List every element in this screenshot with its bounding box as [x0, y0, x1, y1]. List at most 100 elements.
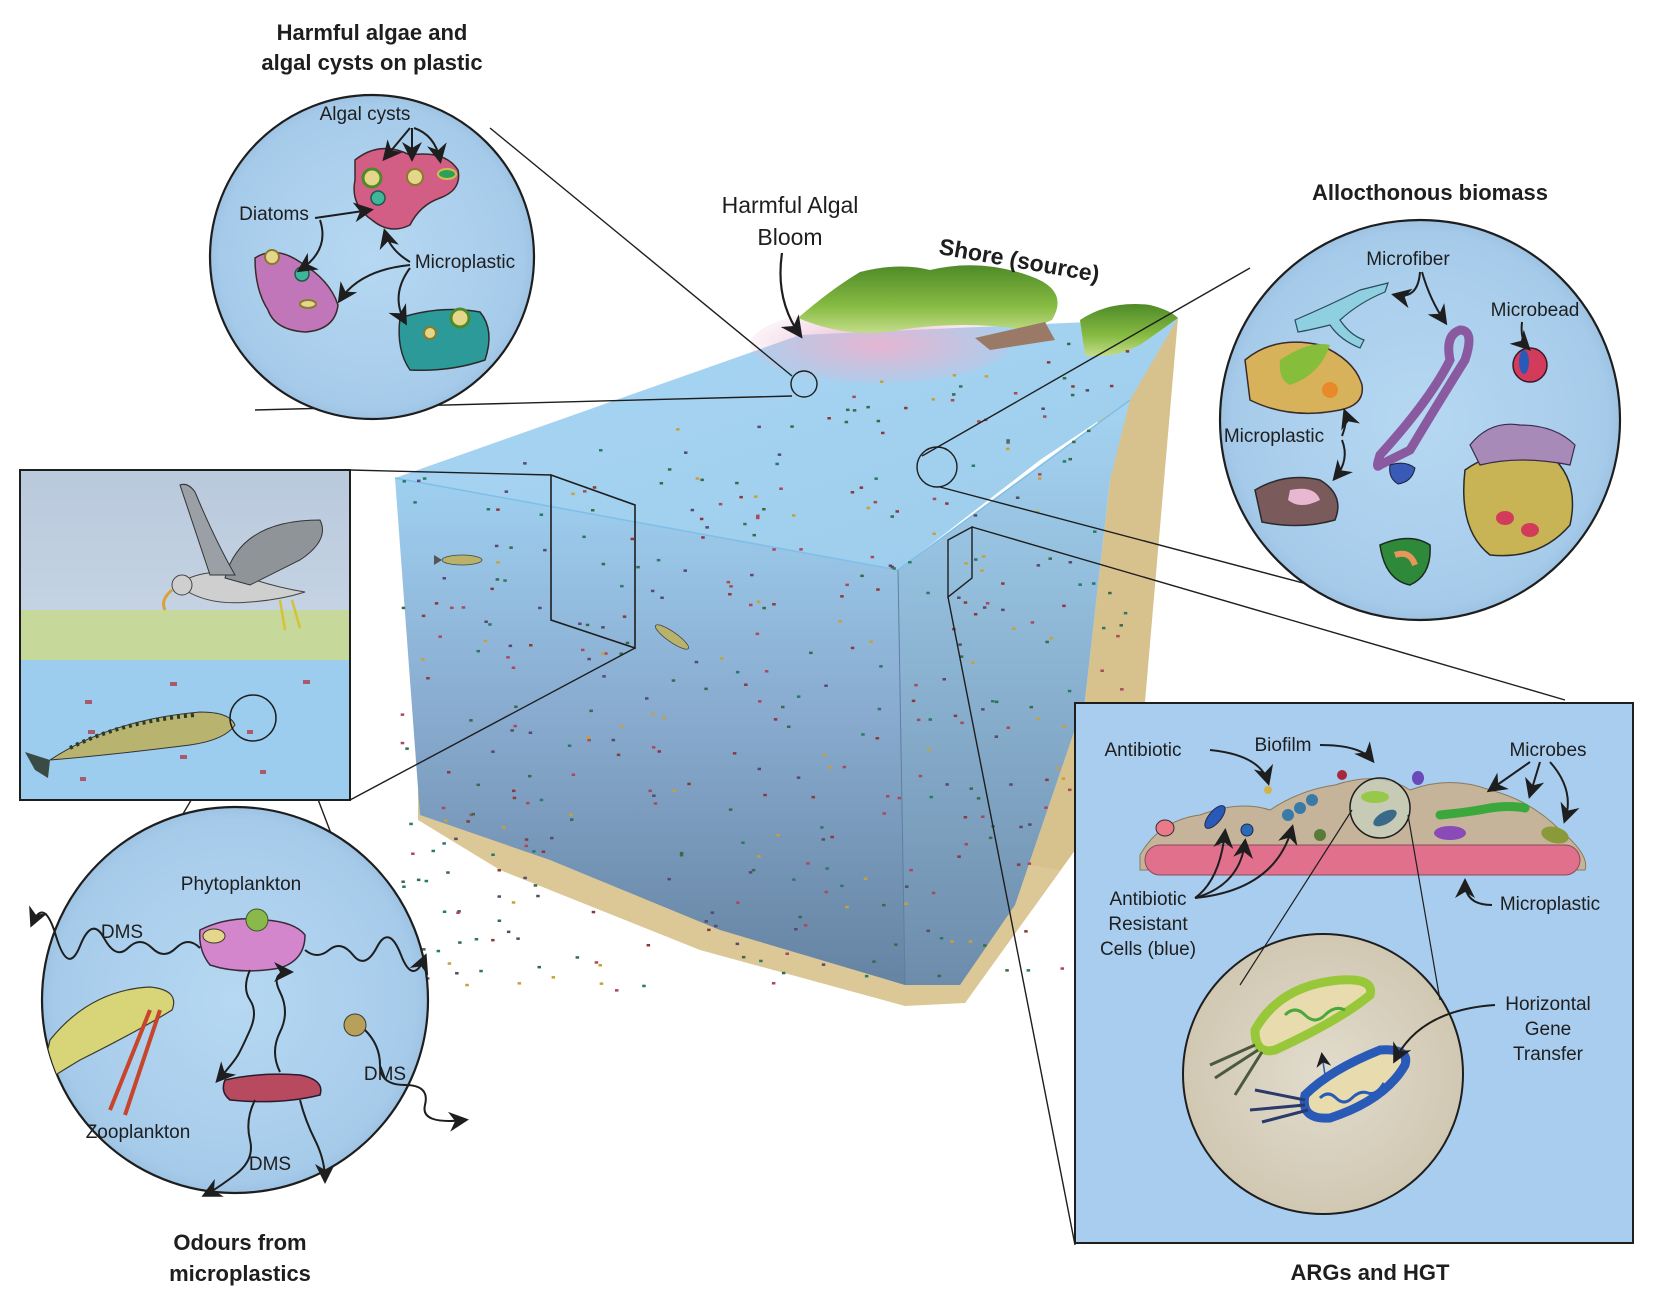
mackerel-icon — [25, 711, 236, 778]
microplastic-particle — [1024, 930, 1028, 933]
ocean-surface — [395, 318, 1178, 570]
microplastic-particle — [458, 941, 462, 944]
microplastic-particle — [587, 657, 591, 661]
microplastic-particle — [1067, 689, 1072, 693]
microplastic-particle — [866, 506, 871, 510]
microplastic-particle — [652, 794, 656, 797]
microplastic-particle — [619, 652, 623, 655]
microplastic-particle — [821, 838, 826, 841]
shore-land-right — [1080, 304, 1178, 357]
microplastic-particle — [578, 622, 582, 625]
microplastic-particle — [914, 683, 918, 687]
microplastic-particle — [436, 949, 441, 953]
microplastic-particle — [1016, 863, 1021, 866]
microplastic-particle — [667, 877, 671, 881]
microplastic-particle — [653, 802, 658, 805]
panel-odours: Phytoplankton DMS DMS DMS Zooplankton Od… — [29, 805, 469, 1286]
bloom-label: Harmful Algal Bloom — [722, 192, 859, 339]
resistant-cell-icon — [1282, 809, 1294, 821]
microplastic-particle — [446, 871, 450, 874]
microplastic-particle — [695, 477, 700, 480]
microplastic-particle — [796, 695, 801, 698]
microplastic-particle — [971, 661, 975, 664]
microplastic-particle — [646, 944, 651, 947]
microplastic-particle — [1043, 415, 1047, 418]
microplastic-particle — [441, 806, 446, 810]
bacterium-green — [1250, 975, 1376, 1056]
microbe-icon — [1434, 826, 1466, 840]
microplastic-particle — [523, 876, 527, 880]
microplastic-particle — [1038, 473, 1042, 476]
microplastic-particle — [1061, 777, 1066, 780]
label-zooplankton: Zooplankton — [86, 1122, 191, 1143]
harmful-algal-bloom — [750, 307, 1010, 383]
microplastic-particle — [905, 885, 909, 888]
microplastic-particle — [442, 577, 446, 580]
microplastic-particle — [1006, 726, 1010, 729]
microplastic-particle — [781, 971, 786, 975]
microplastic-particle — [787, 725, 791, 728]
microplastic-particle — [863, 877, 868, 880]
microplastic-particle — [411, 852, 415, 855]
microplastic-particle — [888, 564, 893, 567]
microplastic-particle — [651, 712, 655, 716]
microplastic-particle — [528, 731, 533, 734]
microplastic-particle — [651, 746, 656, 749]
microplastic-particle — [401, 606, 406, 610]
microplastic-particle — [988, 836, 993, 840]
microplastic-particle — [667, 468, 672, 471]
microplastic-particle — [981, 555, 986, 558]
organism-icon — [1288, 488, 1320, 505]
label-dms-3: DMS — [249, 1154, 291, 1175]
microplastic-particle — [875, 737, 880, 740]
microplastic-particle — [994, 735, 999, 738]
microplastic-particle — [897, 796, 902, 800]
microplastic-particle — [1030, 621, 1035, 624]
microplastic-particle — [1029, 705, 1033, 709]
microplastic-particle — [840, 595, 844, 598]
bloom-label-line1: Harmful Algal — [722, 192, 859, 218]
zooplankton-icon — [42, 986, 175, 1087]
microplastic-particle — [512, 789, 516, 793]
microplastic-particle — [1100, 669, 1104, 672]
particles-in-water — [80, 680, 310, 781]
microplastic-blue — [1389, 462, 1416, 485]
microplastic-particle — [503, 579, 507, 582]
microplastic-particle — [942, 678, 946, 681]
microplastic-particle — [845, 905, 849, 909]
microplastic-particle — [757, 425, 761, 429]
microplastic-particle — [751, 868, 756, 872]
microplastic-particle — [506, 930, 511, 934]
label-microbes: Microbes — [1509, 740, 1586, 761]
panel-title: ARGs and HGT — [1291, 1260, 1450, 1285]
microplastic-particle — [879, 665, 883, 668]
label-algal-cysts: Algal cysts — [320, 104, 411, 125]
panel-title: Allocthonous biomass — [1312, 180, 1548, 205]
microplastic-particle — [1045, 640, 1049, 644]
microplastic-particle — [775, 462, 779, 466]
fish-in-cube-1 — [434, 554, 483, 566]
microplastic-particle — [982, 606, 987, 609]
microplastic-particle — [952, 393, 956, 396]
microfiber-purple — [1373, 325, 1474, 471]
microplastic-particle — [517, 982, 522, 985]
microplastic-particle — [822, 753, 827, 757]
microplastic-particle — [450, 606, 454, 610]
microplastic-particle — [968, 940, 973, 943]
microplastic-particle — [1078, 583, 1082, 586]
microbe-icon — [1412, 771, 1424, 785]
microplastic-particle — [753, 495, 758, 498]
microplastic-particle — [457, 910, 461, 913]
microplastic-particle — [1102, 626, 1106, 630]
microplastic-particle — [1085, 389, 1090, 392]
resistant-cell-icon — [1240, 823, 1254, 837]
label-resistant-line3: Cells (blue) — [1100, 939, 1196, 960]
microplastic-particle — [824, 890, 828, 894]
microplastic-particle — [442, 842, 446, 845]
microplastic-particle — [927, 748, 931, 751]
microplastic-particle — [1056, 766, 1060, 770]
microplastic-particle — [589, 709, 593, 713]
zoom-circle-bloom — [790, 370, 818, 398]
microplastic-particle — [959, 655, 964, 658]
microplastic-particle — [497, 895, 501, 898]
